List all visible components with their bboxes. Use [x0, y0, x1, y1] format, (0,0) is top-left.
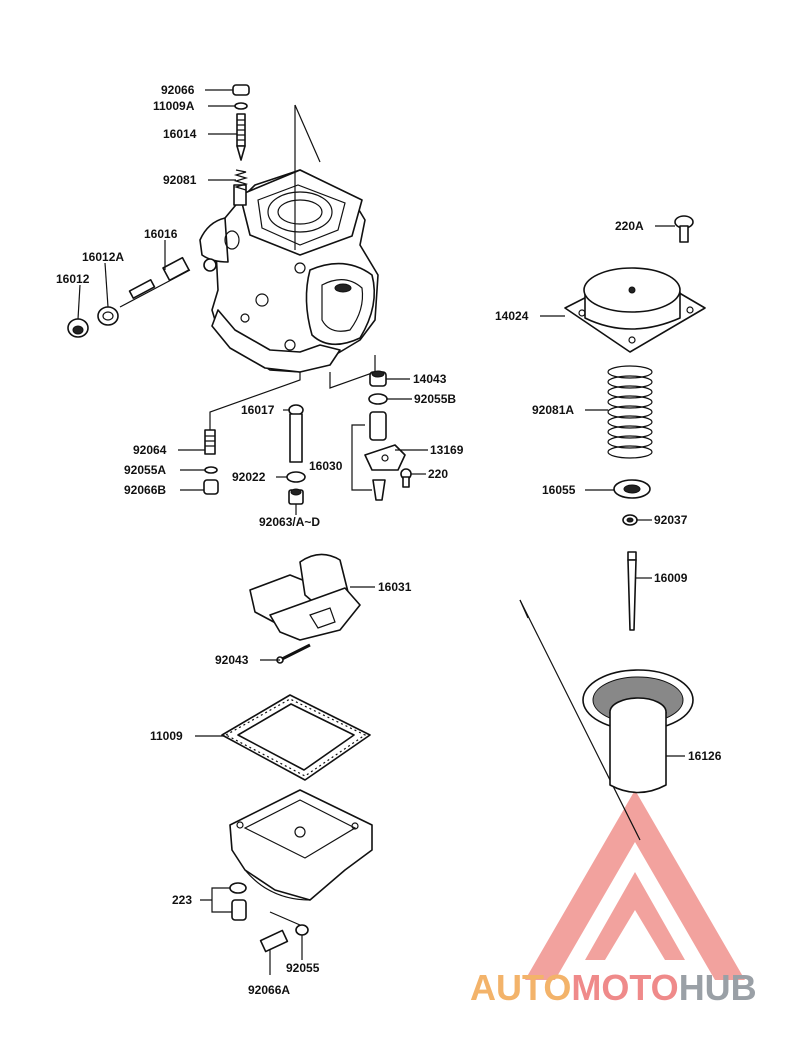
part-92043-shape [276, 643, 311, 664]
leader-bracket [329, 355, 376, 389]
label-11009A: 11009A [153, 99, 195, 113]
label-16031: 16031 [378, 580, 412, 594]
label-92066: 92066 [161, 83, 195, 97]
part-92066A-shape [259, 929, 289, 953]
part-220-shape [400, 468, 412, 488]
watermark-auto: AUTOMOTOHUB [470, 967, 757, 1008]
part-16012-shape [67, 318, 89, 338]
label-16126: 16126 [688, 749, 722, 763]
watermark-logo-triangle [525, 790, 745, 980]
part-92037-shape [622, 514, 638, 526]
part-92022-shape [286, 471, 306, 483]
part-220A-shape [674, 215, 694, 243]
label-16012: 16012 [56, 272, 90, 286]
label-16014: 16014 [163, 127, 197, 141]
label-92066A: 92066A [248, 983, 290, 997]
part-92066-shape [232, 84, 250, 96]
label-220: 220 [428, 467, 448, 481]
part-16017-shape [288, 404, 304, 463]
carburetor-body [199, 169, 379, 373]
watermark-text: AUTOMOTOHUB [470, 967, 757, 1008]
label-14043: 14043 [413, 372, 447, 386]
part-92055A-shape [204, 466, 218, 474]
label-16017: 16017 [241, 403, 275, 417]
label-13169: 13169 [430, 443, 464, 457]
part-92055-shape [295, 924, 309, 936]
part-16126-shape [582, 669, 694, 794]
part-16030-shape [351, 411, 406, 501]
leader-lines [77, 89, 685, 975]
label-92055B: 92055B [414, 392, 456, 406]
direction-arrow [294, 104, 321, 250]
leader-bracket [209, 372, 301, 430]
label-92081A: 92081A [532, 403, 574, 417]
label-16055: 16055 [542, 483, 576, 497]
part-16009-shape [627, 551, 637, 631]
label-92063: 92063/A~D [259, 515, 320, 529]
part-16016-shape [119, 256, 217, 308]
label-92055A: 92055A [124, 463, 166, 477]
part-14043-shape [369, 370, 387, 387]
label-16016: 16016 [144, 227, 178, 241]
part-16012A-shape [97, 306, 119, 326]
part-92066B-shape [203, 479, 219, 495]
label-92043: 92043 [215, 653, 249, 667]
direction-arrow [519, 599, 641, 841]
label-92081: 92081 [163, 173, 197, 187]
label-11009: 11009 [150, 729, 183, 743]
label-92055: 92055 [286, 961, 320, 975]
label-14024: 14024 [495, 309, 529, 323]
part-92064-shape [204, 429, 216, 455]
label-92064: 92064 [133, 443, 167, 457]
part-11009-shape [221, 694, 371, 781]
label-223: 223 [172, 893, 192, 907]
part-labels: 92066 11009A 16014 92081 16016 16012A 16… [56, 83, 722, 997]
part-92055B-shape [368, 393, 388, 405]
part-16055-shape [613, 479, 651, 499]
part-16014-shape [236, 113, 246, 161]
part-92081-shape [233, 169, 249, 191]
label-16012A: 16012A [82, 250, 124, 264]
leader-line [269, 911, 301, 926]
part-223-shape [229, 882, 247, 921]
label-16030: 16030 [309, 459, 343, 473]
part-14024-shape [564, 267, 706, 353]
part-11009A-shape [234, 102, 248, 110]
float-bowl [229, 789, 373, 901]
part-92081A-shape [607, 365, 653, 459]
part-92063-shape [288, 488, 304, 505]
label-220A: 220A [615, 219, 644, 233]
label-92022: 92022 [232, 470, 266, 484]
part-16031-shape [249, 553, 361, 641]
label-16009: 16009 [654, 571, 688, 585]
label-92066B: 92066B [124, 483, 166, 497]
label-92037: 92037 [654, 513, 688, 527]
